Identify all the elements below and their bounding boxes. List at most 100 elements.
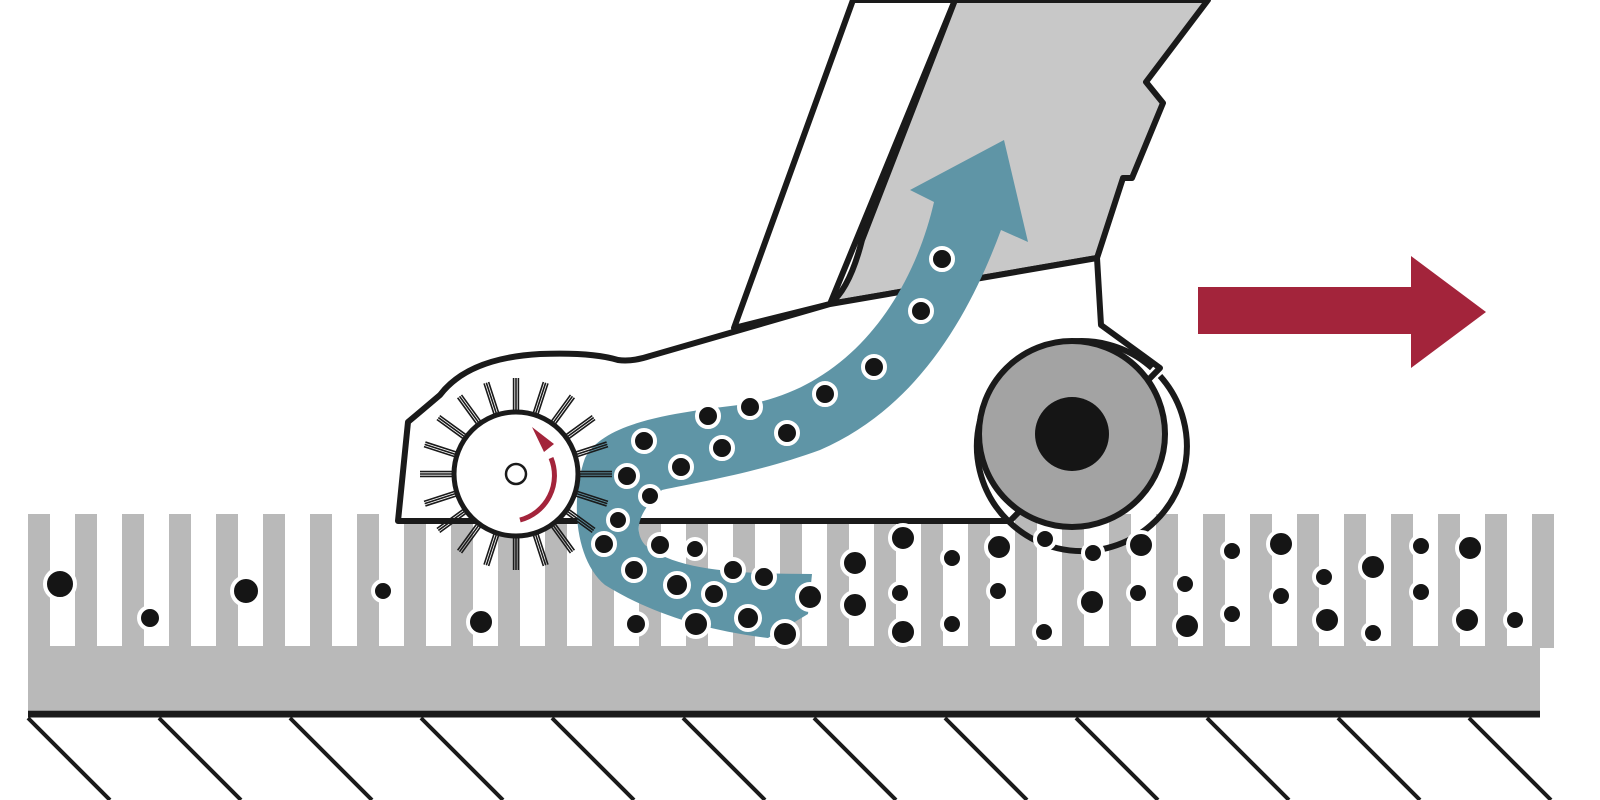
dirt-particle — [1312, 565, 1336, 589]
dirt-particle — [1126, 581, 1150, 605]
dirt-particle — [1312, 605, 1342, 635]
dirt-particle — [1126, 530, 1156, 560]
dirt-particle — [701, 581, 727, 607]
dirt-particle — [683, 537, 707, 561]
dirt-particle — [230, 575, 262, 607]
dirt-particle — [466, 607, 496, 637]
carpet-fiber — [874, 514, 896, 648]
dirt-particle — [614, 463, 640, 489]
dirt-particle — [1173, 572, 1197, 596]
carpet-fiber — [1250, 514, 1272, 648]
dirt-particle — [720, 557, 746, 583]
dirt-particle — [647, 532, 673, 558]
carpet-fiber — [1109, 514, 1131, 648]
dirt-particle — [1358, 552, 1388, 582]
movement-direction-arrow-icon — [1198, 256, 1486, 368]
carpet-fiber — [1015, 514, 1037, 648]
carpet-fiber — [451, 514, 473, 648]
carpet-fiber — [498, 514, 520, 648]
dirt-particle — [1361, 621, 1385, 645]
carpet-fiber — [545, 514, 567, 648]
carpet-fiber — [827, 514, 849, 648]
dirt-particle — [1081, 541, 1105, 565]
dirt-particle — [1409, 580, 1433, 604]
dirt-particle — [1266, 529, 1296, 559]
dirt-particle — [774, 420, 800, 446]
dirt-particle — [623, 611, 649, 637]
dirt-particle — [751, 564, 777, 590]
dirt-particle — [1033, 527, 1057, 551]
dirt-particle — [631, 428, 657, 454]
carpet-fiber — [122, 514, 144, 648]
dirt-particle — [929, 246, 955, 272]
dirt-particle — [621, 557, 647, 583]
wheel-icon — [973, 338, 1190, 555]
brush-roll-axle — [504, 462, 528, 486]
dirt-particle — [908, 298, 934, 324]
dirt-particle — [888, 581, 912, 605]
carpet-fiber — [1062, 514, 1084, 648]
dirt-particle — [137, 605, 163, 631]
dirt-particle — [668, 454, 694, 480]
dirt-particle — [709, 435, 735, 461]
dirt-particle — [606, 508, 630, 532]
dirt-particle — [840, 548, 870, 578]
dirt-particle — [737, 394, 763, 420]
carpet-fiber — [1156, 514, 1178, 648]
dirt-particle — [861, 354, 887, 380]
dirt-particle — [840, 590, 870, 620]
dirt-particle — [1172, 611, 1202, 641]
dirt-particle — [591, 531, 617, 557]
dirt-particle — [1269, 584, 1293, 608]
dirt-particle — [940, 546, 964, 570]
carpet-fiber — [310, 514, 332, 648]
carpet-fiber — [28, 514, 50, 648]
dirt-particle — [770, 619, 800, 649]
dirt-particle — [888, 617, 918, 647]
dirt-particle — [888, 523, 918, 553]
dirt-particle — [695, 403, 721, 429]
dirt-particle — [681, 609, 711, 639]
dirt-particle — [812, 381, 838, 407]
carpet-fiber — [968, 514, 990, 648]
dirt-particle — [638, 484, 662, 508]
carpet-fiber — [75, 514, 97, 648]
dirt-particle — [795, 582, 825, 612]
carpet-fiber — [1485, 514, 1507, 648]
dirt-particle — [734, 604, 762, 632]
suction-airflow-arrow-icon — [576, 140, 1028, 638]
wheel-hub — [1035, 397, 1109, 471]
suction-duct — [827, 0, 1211, 307]
floor-hatching — [26, 710, 1553, 800]
carpet-fiber — [263, 514, 285, 648]
dirt-particle — [1452, 605, 1482, 635]
carpet-backing — [28, 646, 1540, 710]
dirt-particle — [663, 571, 691, 599]
carpet-fiber — [169, 514, 191, 648]
carpet-fiber — [1391, 514, 1413, 648]
carpet — [28, 514, 1554, 710]
dirt-particle — [1455, 533, 1485, 563]
carpet-fiber — [1532, 514, 1554, 648]
dirt-particle — [371, 579, 395, 603]
dirt-particle — [1220, 539, 1244, 563]
dirt-particle — [986, 579, 1010, 603]
dirt-particle — [940, 612, 964, 636]
dirt-particle — [1220, 602, 1244, 626]
dirt-particles — [43, 246, 1527, 649]
carpet-fiber — [1344, 514, 1366, 648]
rotating-brush-roll-icon — [420, 378, 612, 570]
carpet-fiber — [216, 514, 238, 648]
dirt-particle — [1032, 620, 1056, 644]
dirt-particle — [984, 532, 1014, 562]
carpet-fiber — [1203, 514, 1225, 648]
carpet-fiber — [404, 514, 426, 648]
carpet-fiber — [357, 514, 379, 648]
dirt-particle — [1409, 534, 1433, 558]
rotation-arrow-icon — [519, 427, 557, 523]
dirt-particle — [1077, 587, 1107, 617]
dirt-particle — [1503, 608, 1527, 632]
dirt-particle — [43, 567, 77, 601]
carpet-fiber — [921, 514, 943, 648]
